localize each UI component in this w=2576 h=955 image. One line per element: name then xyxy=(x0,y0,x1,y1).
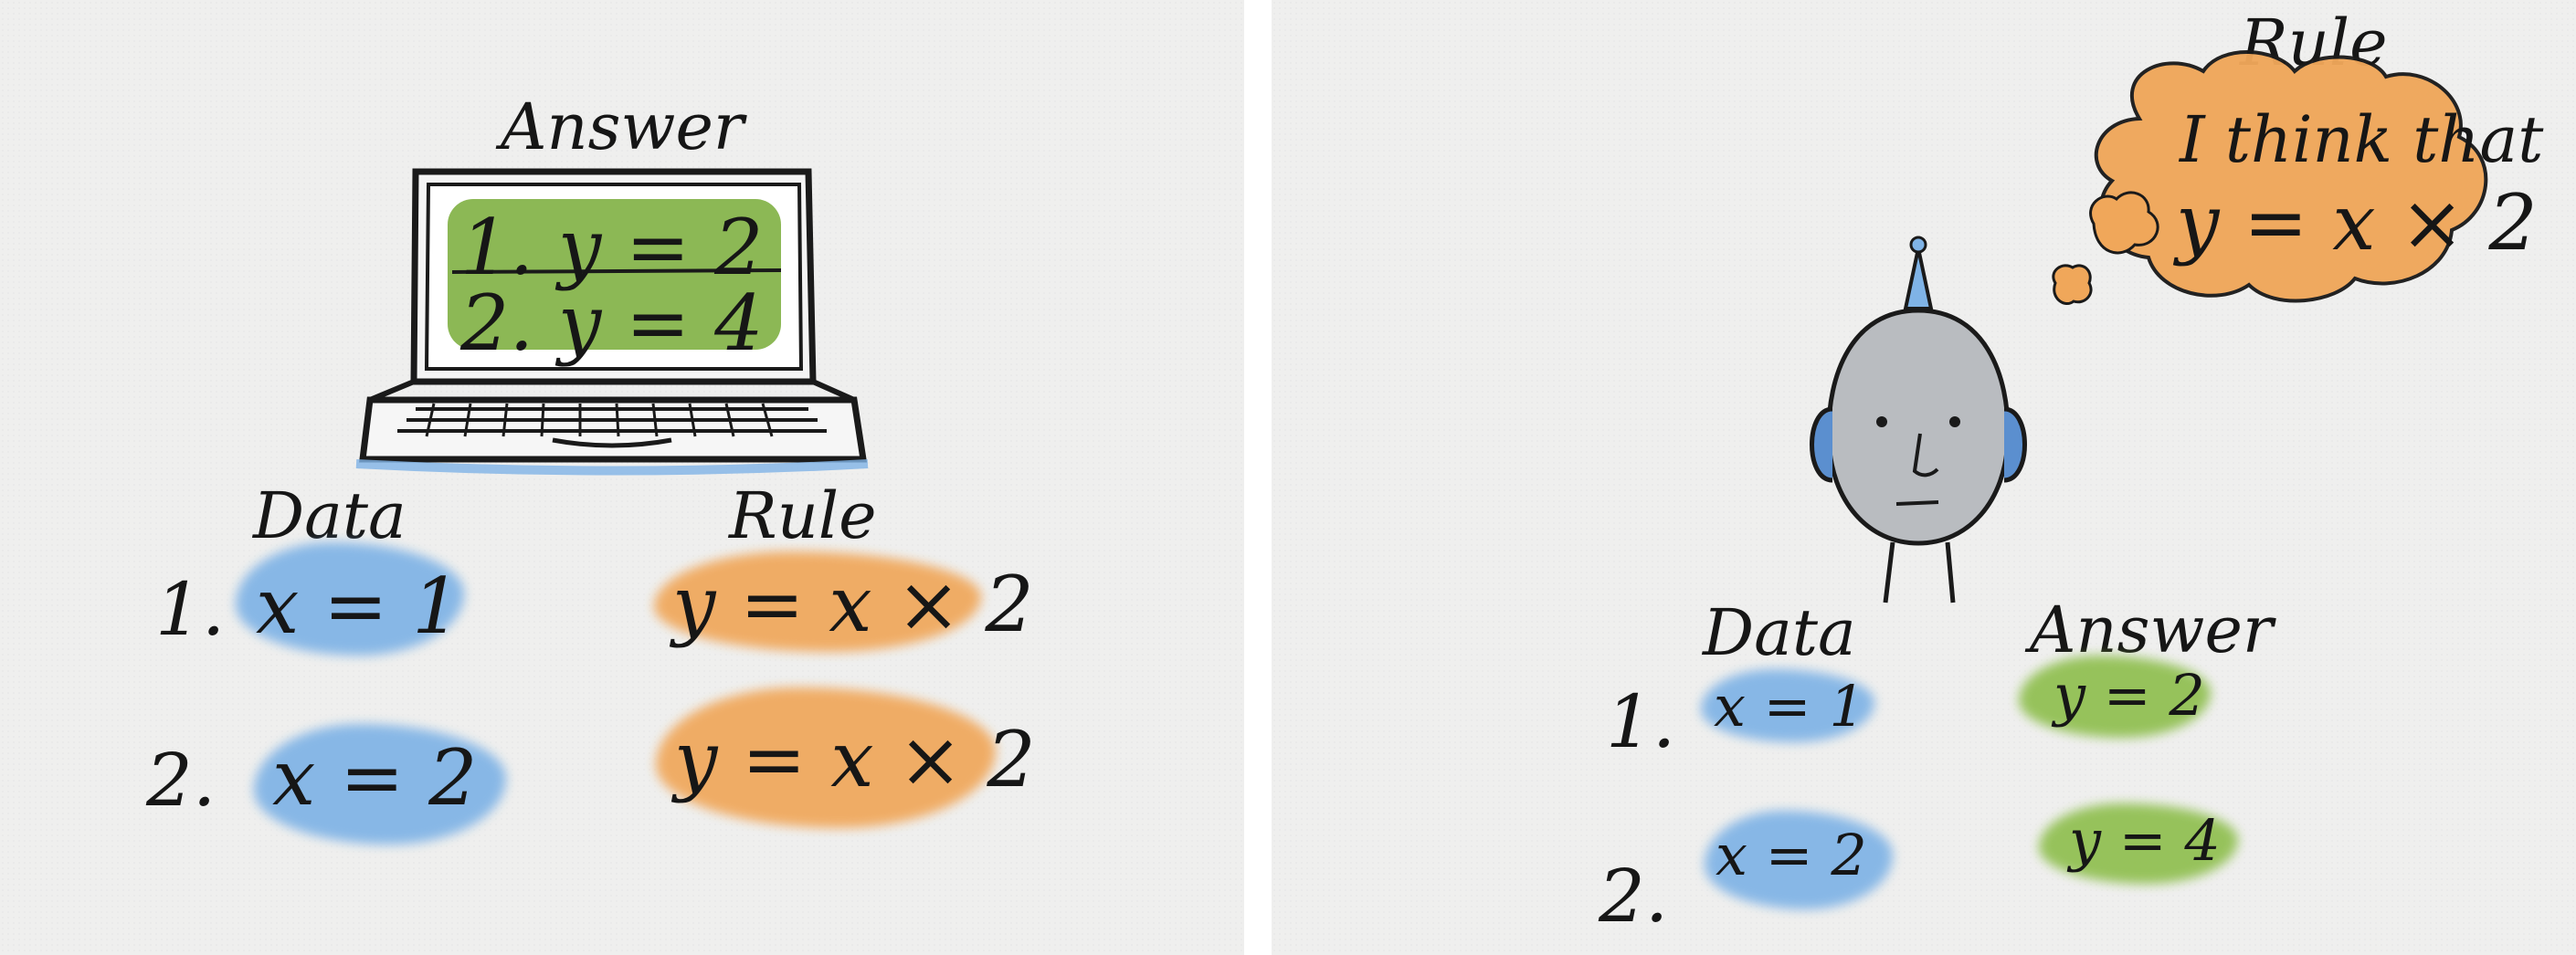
data-value-1: x = 1 xyxy=(256,561,461,651)
answer-value-2: y = 4 xyxy=(2069,807,2221,874)
row-index-right-1: 1. xyxy=(1606,679,1676,764)
right-panel: Rule I think that y = x × 2 Data Answer … xyxy=(1272,0,2576,955)
screen-line-2: 2. y = 4 xyxy=(460,278,764,368)
rule-highlight-2 xyxy=(656,687,996,828)
thought-bubble-icon xyxy=(2052,50,2488,305)
data-highlight-2 xyxy=(254,724,506,845)
data-highlight-right-2 xyxy=(1705,811,1893,909)
paper-texture xyxy=(0,0,1244,955)
answer-highlight-1 xyxy=(2019,656,2211,738)
data-value-right-1: x = 1 xyxy=(1714,673,1865,740)
row-index-1: 1. xyxy=(155,567,226,652)
answer-highlight-2 xyxy=(2039,803,2238,884)
data-highlight-1 xyxy=(236,542,464,656)
laptop-icon xyxy=(355,168,869,476)
answer-value-1: y = 2 xyxy=(2053,662,2205,729)
data-heading-right: Data xyxy=(1703,595,1856,670)
rule-value-1: y = x × 2 xyxy=(672,560,1034,649)
rule-heading: Rule xyxy=(729,478,877,553)
row-index-right-2: 2. xyxy=(1599,854,1669,939)
answer-heading: Answer xyxy=(2030,593,2274,667)
data-value-2: x = 2 xyxy=(272,733,478,823)
answer-title: Answer xyxy=(501,89,744,164)
thought-line-2: y = x × 2 xyxy=(2176,178,2538,268)
row-index-2: 2. xyxy=(146,738,216,823)
screen-line-1: 1. y = 2 xyxy=(460,203,764,292)
data-heading: Data xyxy=(253,478,406,553)
rule-highlight-1 xyxy=(654,551,981,652)
thought-line-1: I think that xyxy=(2180,102,2544,177)
data-value-right-2: x = 2 xyxy=(1716,822,1867,888)
left-panel: Answer 1. y = 2 2. y = 4 Data Rule 1. x … xyxy=(0,0,1244,955)
robot-head-icon xyxy=(1810,236,2027,603)
data-highlight-right-1 xyxy=(1701,669,1874,742)
rule-value-2: y = x × 2 xyxy=(674,715,1036,804)
